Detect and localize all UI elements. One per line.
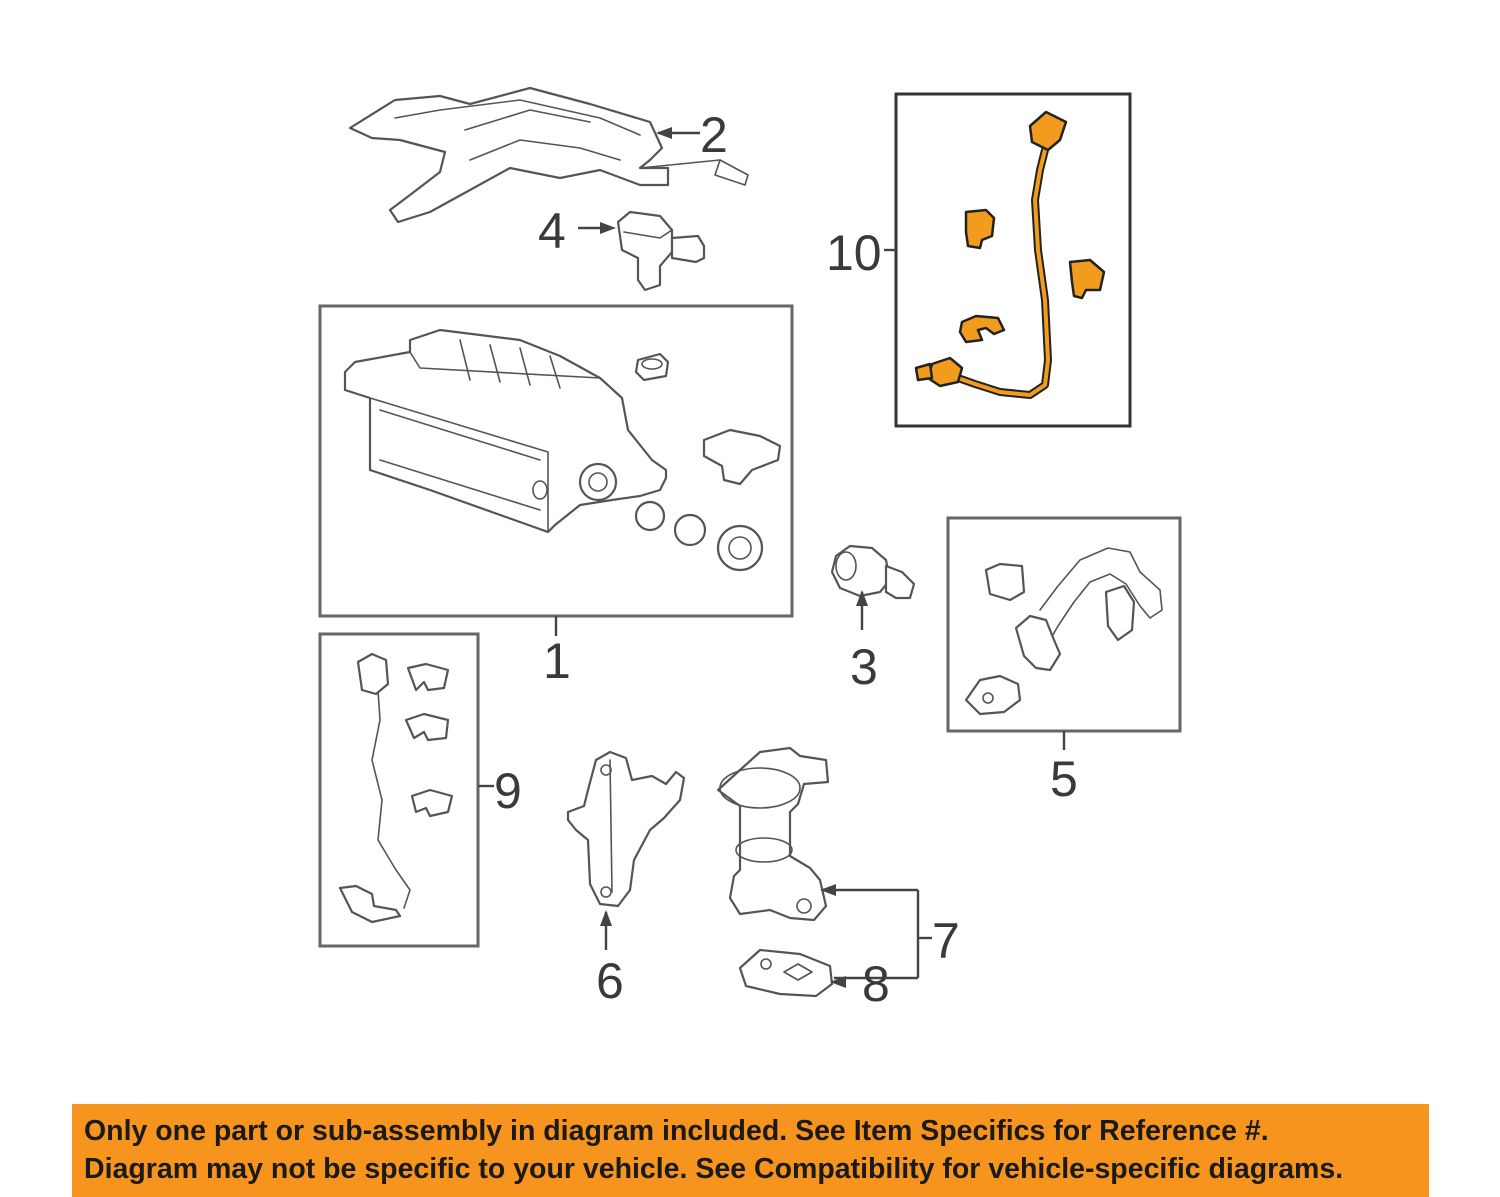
- part-7-egr-valve: [716, 746, 830, 922]
- part-4-sensor: [616, 210, 706, 292]
- disclaimer-line-2: Diagram may not be specific to your vehi…: [84, 1153, 1344, 1185]
- arrow-3: [856, 590, 868, 606]
- callout-10: 10: [826, 225, 882, 281]
- part-5-harness: [964, 547, 1163, 716]
- part-9-oxygen-sensor: [338, 652, 454, 924]
- callout-7: 7: [932, 913, 960, 969]
- parts-diagram: 2 4 1 10: [318, 86, 1182, 1012]
- callout-5: 5: [1050, 751, 1078, 807]
- callout-9: 9: [494, 763, 522, 819]
- callout-1: 1: [543, 633, 571, 689]
- callout-4: 4: [538, 203, 566, 259]
- part-6-sensor: [566, 750, 686, 908]
- callout-2: 2: [700, 107, 728, 163]
- part-10-oxygen-sensor: [914, 110, 1106, 399]
- disclaimer-banner: Only one part or sub-assembly in diagram…: [72, 1104, 1429, 1197]
- part-10-box: [894, 92, 1132, 428]
- leader-7-8: [820, 884, 932, 988]
- arrow-6: [600, 910, 612, 926]
- part-3-valve: [830, 544, 916, 600]
- part-8-gasket: [738, 948, 834, 998]
- part-1-canister: [343, 328, 782, 572]
- callout-6: 6: [596, 953, 624, 1009]
- part-9-box: [318, 632, 480, 948]
- arrow-2: [656, 127, 672, 139]
- arrow-4: [600, 222, 616, 234]
- callout-3: 3: [850, 639, 878, 695]
- callout-8: 8: [862, 956, 890, 1012]
- part-2-bracket: [348, 86, 749, 224]
- disclaimer-line-1: Only one part or sub-assembly in diagram…: [84, 1115, 1269, 1147]
